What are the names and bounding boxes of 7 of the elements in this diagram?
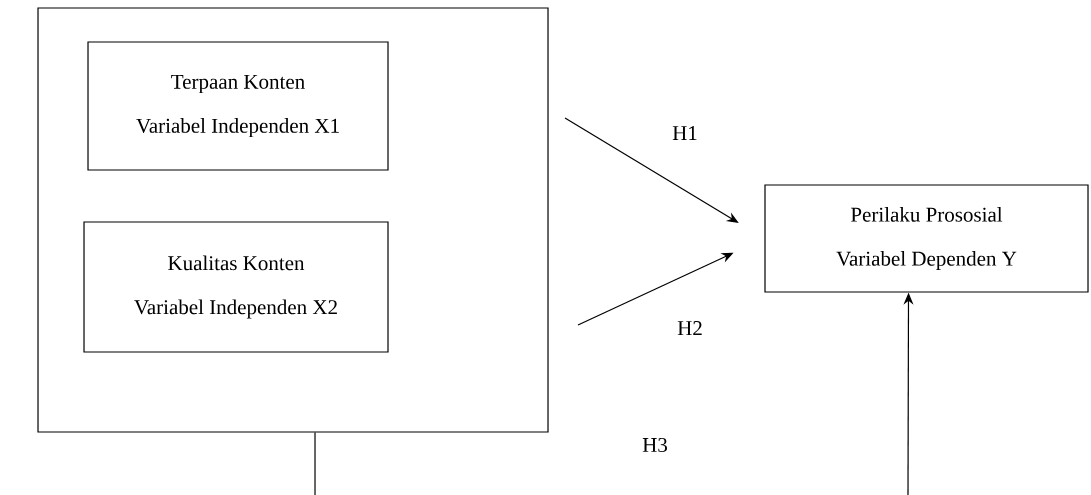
variable-box: Terpaan Konten Variabel Independen X1 [87, 41, 389, 171]
hypothesis-label: H3 [642, 437, 667, 453]
edge-label: H1 [670, 124, 700, 142]
variable-box: Perilaku Prososial Variabel Dependen Y [764, 184, 1089, 293]
variable-box: Kualitas Konten Variabel Independen X2 [83, 221, 389, 353]
group-box [37, 7, 549, 433]
edge-label: H2 [675, 319, 705, 337]
